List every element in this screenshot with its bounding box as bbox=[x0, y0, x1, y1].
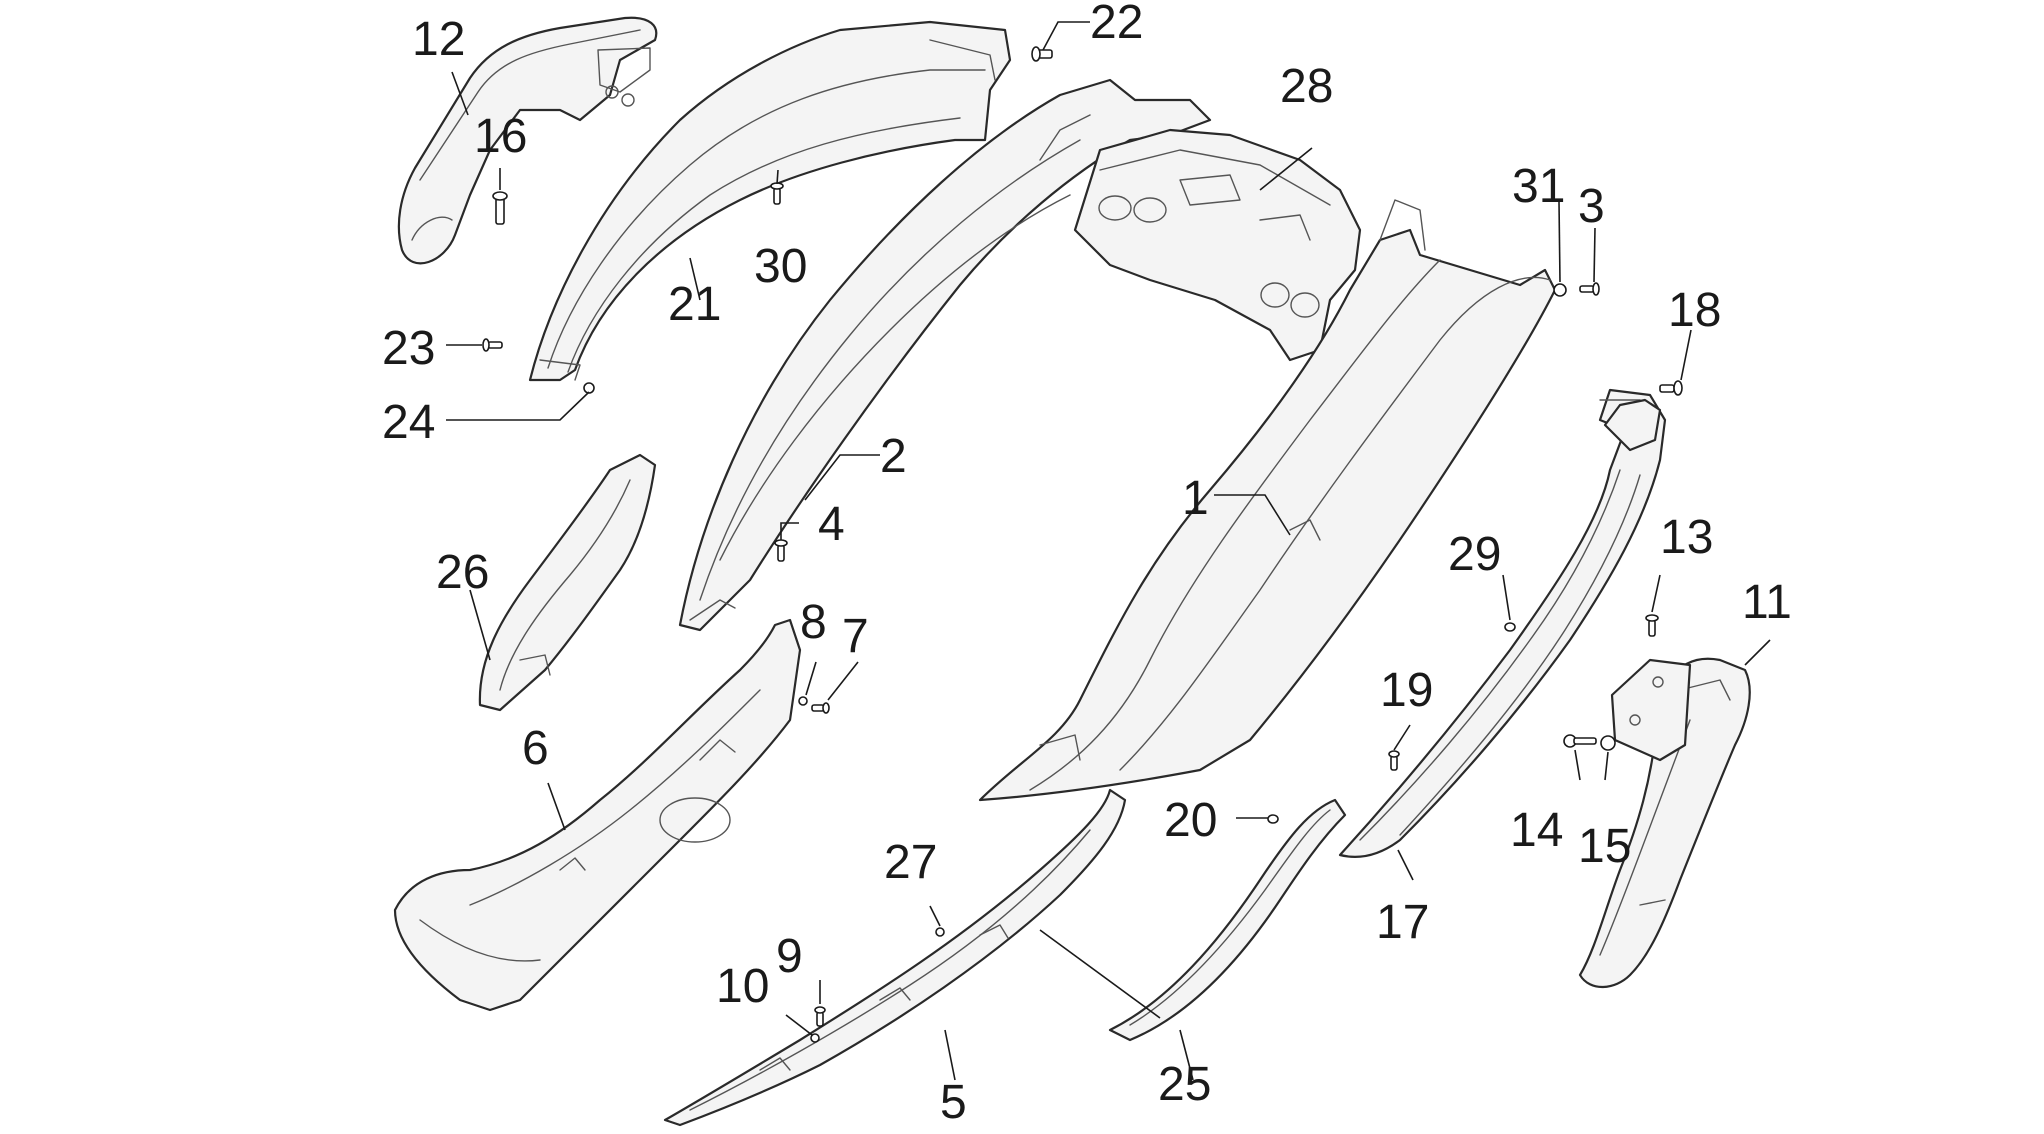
callout-16: 16 bbox=[474, 110, 527, 163]
callout-17: 17 bbox=[1376, 896, 1429, 949]
clip-27-icon bbox=[935, 927, 945, 937]
part-5-lower-floor-rail bbox=[663, 788, 1127, 1127]
callout-8: 8 bbox=[800, 596, 827, 649]
screw-4-icon bbox=[774, 539, 788, 562]
part-26-small-side-trim bbox=[478, 453, 657, 712]
screw-23-icon bbox=[482, 338, 503, 352]
screw-14-icon bbox=[1563, 734, 1597, 748]
fasteners bbox=[482, 46, 1683, 1043]
callout-10: 10 bbox=[716, 960, 769, 1013]
clip-10-icon bbox=[810, 1033, 820, 1043]
callout-30: 30 bbox=[754, 240, 807, 293]
callout-24: 24 bbox=[382, 396, 435, 449]
screw-7-icon bbox=[811, 702, 830, 714]
screw-16-icon bbox=[492, 191, 508, 225]
callout-26: 26 bbox=[436, 546, 489, 599]
callout-18: 18 bbox=[1668, 284, 1721, 337]
callout-2: 2 bbox=[880, 430, 907, 483]
callout-27: 27 bbox=[884, 836, 937, 889]
callout-3: 3 bbox=[1578, 180, 1605, 233]
part-28-inner-bracket bbox=[1073, 128, 1362, 362]
washer-31-icon bbox=[1553, 283, 1567, 297]
part-12-grab-handle-left bbox=[397, 16, 658, 265]
callout-29: 29 bbox=[1448, 528, 1501, 581]
callout-11: 11 bbox=[1742, 576, 1792, 629]
callout-14: 14 bbox=[1510, 804, 1563, 857]
screw-13-icon bbox=[1645, 614, 1659, 637]
callout-5: 5 bbox=[940, 1076, 967, 1129]
callout-13: 13 bbox=[1660, 511, 1713, 564]
part-bracket-11 bbox=[1610, 658, 1692, 762]
screw-24-icon bbox=[583, 382, 595, 394]
screw-9-icon bbox=[814, 1006, 826, 1027]
callout-23: 23 bbox=[382, 322, 435, 375]
callout-28: 28 bbox=[1280, 60, 1333, 113]
screw-29-icon bbox=[1504, 622, 1516, 632]
part-25-lower-right-rail bbox=[1108, 798, 1347, 1042]
callout-12: 12 bbox=[412, 13, 465, 66]
leader-lines bbox=[446, 21, 1771, 1081]
callout-21: 21 bbox=[668, 278, 721, 331]
callout-1: 1 bbox=[1182, 472, 1209, 525]
callout-15: 15 bbox=[1578, 820, 1631, 873]
callout-7: 7 bbox=[842, 610, 869, 663]
callout-31: 31 bbox=[1512, 160, 1565, 213]
washer-8-icon bbox=[798, 696, 808, 706]
callout-labels: 12 16 22 30 21 23 24 2 4 28 1 31 3 18 29… bbox=[382, 0, 1792, 1129]
washer-15-icon bbox=[1600, 735, 1616, 751]
callout-9: 9 bbox=[776, 930, 803, 983]
callout-20: 20 bbox=[1164, 794, 1217, 847]
part-6-lower-left-cover bbox=[393, 618, 802, 1012]
callout-22: 22 bbox=[1090, 0, 1143, 49]
screw-18-icon bbox=[1659, 380, 1683, 396]
screw-3-icon bbox=[1579, 282, 1600, 296]
callout-25: 25 bbox=[1158, 1058, 1211, 1111]
part-1-main-side-panel bbox=[978, 199, 1557, 802]
part-18-bracket bbox=[1603, 398, 1662, 452]
part-21-upper-side-panel bbox=[528, 20, 1012, 382]
part-11-grab-handle-right bbox=[1578, 657, 1751, 989]
screw-30-icon bbox=[770, 182, 784, 205]
callout-6: 6 bbox=[522, 722, 549, 775]
callout-19: 19 bbox=[1380, 664, 1433, 717]
callout-4: 4 bbox=[818, 498, 845, 551]
screw-22-icon bbox=[1031, 46, 1053, 62]
screw-19-icon bbox=[1388, 750, 1400, 771]
screw-20-icon bbox=[1267, 814, 1279, 824]
